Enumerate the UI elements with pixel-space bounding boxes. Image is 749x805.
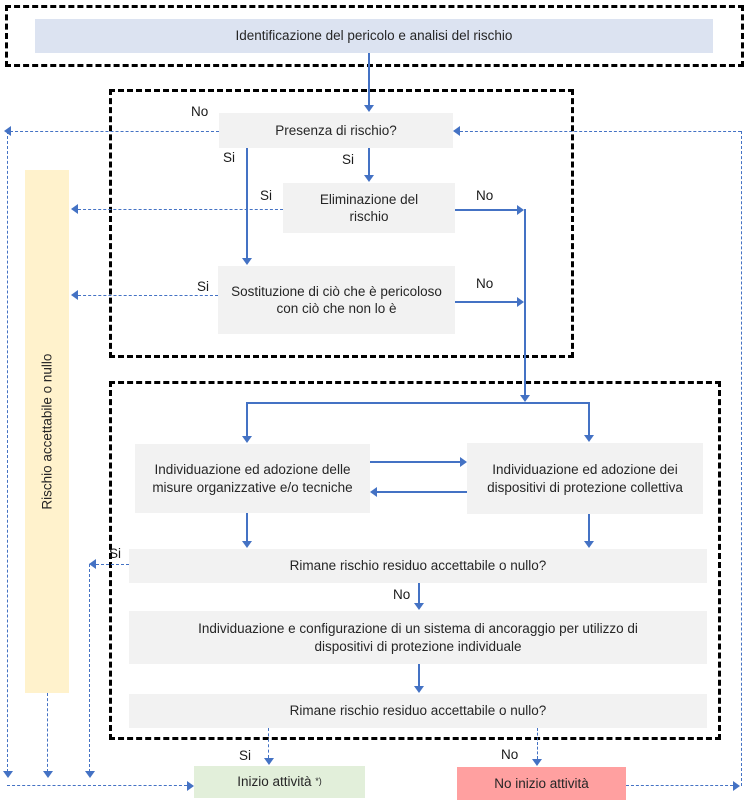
edge-label-eliminazione-no: No xyxy=(476,188,494,203)
edge-no-inizio-right-line xyxy=(626,785,733,786)
arrow-into-misure xyxy=(242,436,252,443)
group-risk-elimination-frame xyxy=(109,89,574,358)
edge-misure-rimane1-line xyxy=(246,513,248,542)
arrow-eliminazione-si xyxy=(71,204,78,214)
node-rimane1-label: Rimane rischio residuo accettabile o nul… xyxy=(289,558,547,574)
arrow-into-eliminazione xyxy=(364,175,374,182)
edge-ancoraggio-rimane2-line xyxy=(418,664,420,687)
node-eliminazione-label: Eliminazione del rischio xyxy=(319,191,419,224)
edge-sostituzione-no-line xyxy=(455,301,517,303)
edge-into-dispositivi-line xyxy=(588,404,590,436)
arrow-into-no-inizio xyxy=(532,759,542,766)
edge-yellow-down-line xyxy=(47,693,48,772)
edge-rimane1-ancoraggio-line xyxy=(418,583,420,604)
edge-label-presenza-si-left: Si xyxy=(223,150,236,165)
node-rischio-accettabile-label: Rischio accettabile o nullo xyxy=(39,353,55,510)
edge-presenza-sostituzione-line xyxy=(246,148,248,259)
right-return-line xyxy=(741,131,742,786)
node-misure: Individuazione ed adozione delle misure … xyxy=(135,444,370,513)
edge-presenza-no-line xyxy=(10,131,219,132)
edge-label-rimane1-si: Si xyxy=(109,546,122,561)
node-ancoraggio-label: Individuazione e configurazione di un si… xyxy=(198,621,638,654)
node-rimane1: Rimane rischio residuo accettabile o nul… xyxy=(129,549,707,583)
arrow-rimane1-si xyxy=(89,559,96,569)
edge-dispositivi-rimane1-line xyxy=(588,514,590,542)
node-ancoraggio: Individuazione e configurazione di un si… xyxy=(129,611,707,664)
arrow-eliminazione-no xyxy=(517,205,524,215)
edge-eliminazione-no-line xyxy=(455,209,517,211)
arrow-left-return-down xyxy=(3,771,13,778)
arrow-no-inizio-right xyxy=(733,781,740,791)
node-misure-label: Individuazione ed adozione delle misure … xyxy=(152,462,353,495)
edge-rimane2-si-line xyxy=(268,728,269,758)
node-eliminazione: Eliminazione del rischio xyxy=(283,183,455,233)
edge-label-sostituzione-no: No xyxy=(476,276,494,291)
group-protection-measures-frame xyxy=(109,381,721,740)
arrow-return-into-presenza xyxy=(453,126,460,136)
arrow-into-lower-group xyxy=(520,395,530,402)
node-rimane2-label: Rimane rischio residuo accettabile o nul… xyxy=(289,703,547,719)
node-identificazione-label: Identificazione del pericolo e analisi d… xyxy=(235,28,513,44)
edge-no-riser-line xyxy=(524,209,526,396)
edge-rimane1-si-vline xyxy=(89,564,90,772)
node-rischio-accettabile: Rischio accettabile o nullo xyxy=(25,170,69,693)
edge-label-sostituzione-si: Si xyxy=(197,279,210,294)
node-no-inizio-attivita: No inizio attività xyxy=(457,767,626,800)
node-identificazione: Identificazione del pericolo e analisi d… xyxy=(35,19,713,53)
edge-label-rimane2-si: Si xyxy=(239,748,252,763)
edge-into-misure-line xyxy=(246,404,248,437)
edge-misure-dispositivi-line xyxy=(370,461,460,463)
arrow-into-presenza xyxy=(364,105,374,112)
arrow-into-sostituzione xyxy=(242,258,252,265)
node-sostituzione-label: Sostituzione di ciò che è pericoloso con… xyxy=(231,283,442,316)
arrow-rimane1-si-down xyxy=(85,771,95,778)
edge-label-rimane1-no: No xyxy=(393,587,411,602)
edge-label-eliminazione-si: Si xyxy=(260,188,273,203)
edge-label-presenza-no: No xyxy=(191,104,209,119)
node-dispositivi: Individuazione ed adozione dei dispositi… xyxy=(467,443,703,514)
arrow-misure-dispositivi xyxy=(460,457,467,467)
arrow-into-dispositivi xyxy=(584,435,594,442)
left-return-line xyxy=(7,131,8,772)
distribution-line xyxy=(246,402,590,404)
group-identification-frame xyxy=(5,5,744,67)
edge-return-presenza-line xyxy=(460,131,741,132)
bottom-collector-line xyxy=(7,785,187,786)
node-dispositivi-label: Individuazione ed adozione dei dispositi… xyxy=(487,462,683,495)
edge-dispositivi-misure-line xyxy=(377,491,467,493)
arrow-dispositivi-misure xyxy=(370,487,377,497)
arrow-yellow-down xyxy=(43,771,53,778)
arrow-sostituzione-si xyxy=(71,290,78,300)
edge-eliminazione-si-line xyxy=(78,209,283,210)
node-presenza: Presenza di rischio? xyxy=(219,113,453,148)
arrow-dispositivi-rimane1 xyxy=(584,541,594,548)
edge-rimane2-no-line xyxy=(537,728,538,759)
node-rimane2: Rimane rischio residuo accettabile o nul… xyxy=(129,694,707,728)
arrow-into-ancoraggio xyxy=(414,603,424,610)
node-inizio-attivita: Inizio attività *) xyxy=(194,766,365,798)
arrow-into-inizio-left xyxy=(187,781,194,791)
edge-presenza-eliminazione-line xyxy=(368,148,370,176)
arrow-misure-rimane1 xyxy=(242,541,252,548)
edge-sostituzione-si-line xyxy=(78,295,218,296)
edge-label-presenza-si-center: Si xyxy=(342,152,355,167)
arrow-into-rimane2 xyxy=(414,686,424,693)
node-no-inizio-attivita-label: No inizio attività xyxy=(494,775,589,791)
edge-rimane1-si-hline xyxy=(96,564,129,565)
edge-identificazione-presenza-line xyxy=(368,53,370,106)
node-inizio-attivita-footnote-mark: *) xyxy=(315,776,322,787)
edge-label-rimane2-no: No xyxy=(501,747,519,762)
node-inizio-attivita-label: Inizio attività xyxy=(237,774,312,790)
node-presenza-label: Presenza di rischio? xyxy=(275,122,397,138)
node-sostituzione: Sostituzione di ciò che è pericoloso con… xyxy=(218,266,455,334)
arrow-sostituzione-no xyxy=(517,297,524,307)
arrow-into-inizio-top xyxy=(264,758,274,765)
